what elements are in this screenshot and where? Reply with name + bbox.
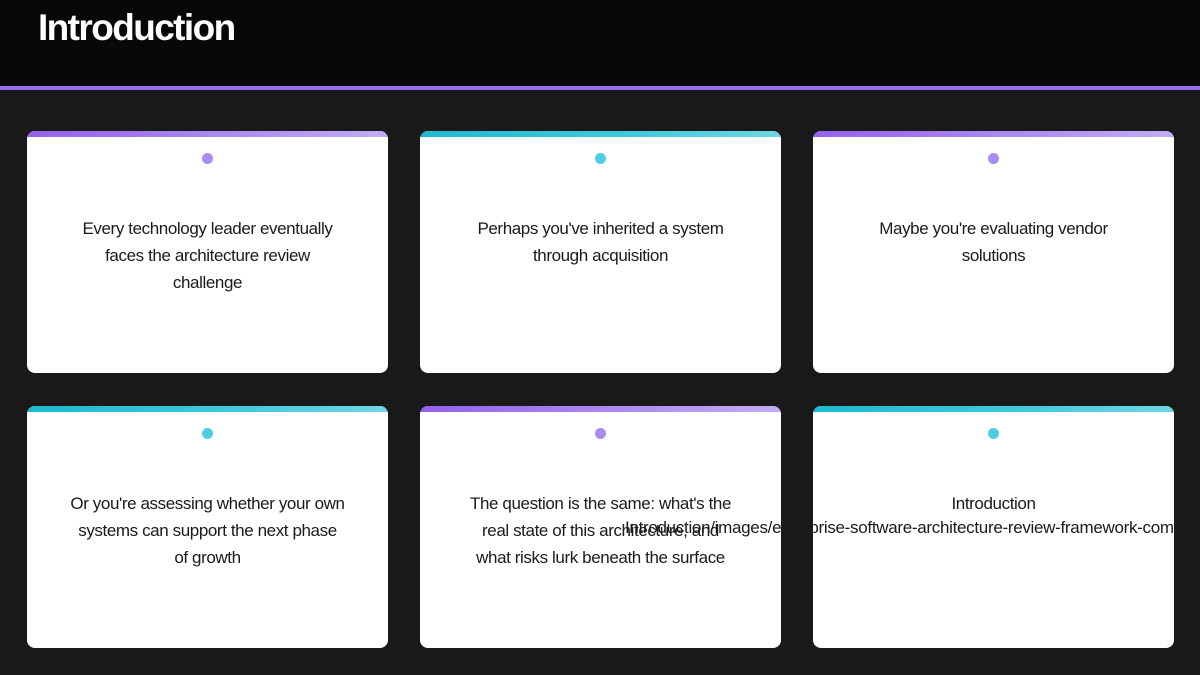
intro-card-3: Maybe you're evaluating vendor solutions (813, 131, 1174, 373)
card-dot-icon (595, 153, 606, 164)
card-dot-icon (988, 428, 999, 439)
card-text: Perhaps you've inherited a system throug… (477, 219, 724, 265)
image-path-caption: Introduction/images/enterprise-software-… (625, 518, 1183, 537)
card-dot-icon (202, 428, 213, 439)
card-text: Maybe you're evaluating vendor solutions (879, 219, 1108, 265)
card-text: Introduction (951, 494, 1036, 513)
intro-card-2: Perhaps you've inherited a system throug… (420, 131, 781, 373)
card-dot-icon (595, 428, 606, 439)
card-text: Every technology leader eventually faces… (82, 219, 333, 292)
card-dot-icon (988, 153, 999, 164)
title-divider (0, 86, 1200, 90)
card-accent-bar (420, 406, 781, 412)
card-accent-bar (420, 131, 781, 137)
card-dot-icon (202, 153, 213, 164)
intro-card-1: Every technology leader eventually faces… (27, 131, 388, 373)
card-accent-bar (813, 131, 1174, 137)
card-accent-bar (813, 406, 1174, 412)
title-bar: Introduction (0, 0, 1200, 86)
card-text: The question is the same: what's the rea… (470, 494, 731, 567)
intro-card-6: Introduction (813, 406, 1174, 648)
card-accent-bar (27, 131, 388, 137)
card-accent-bar (27, 406, 388, 412)
intro-card-5: The question is the same: what's the rea… (420, 406, 781, 648)
page-title: Introduction (38, 7, 236, 48)
card-text: Or you're assessing whether your own sys… (70, 494, 345, 567)
intro-card-4: Or you're assessing whether your own sys… (27, 406, 388, 648)
